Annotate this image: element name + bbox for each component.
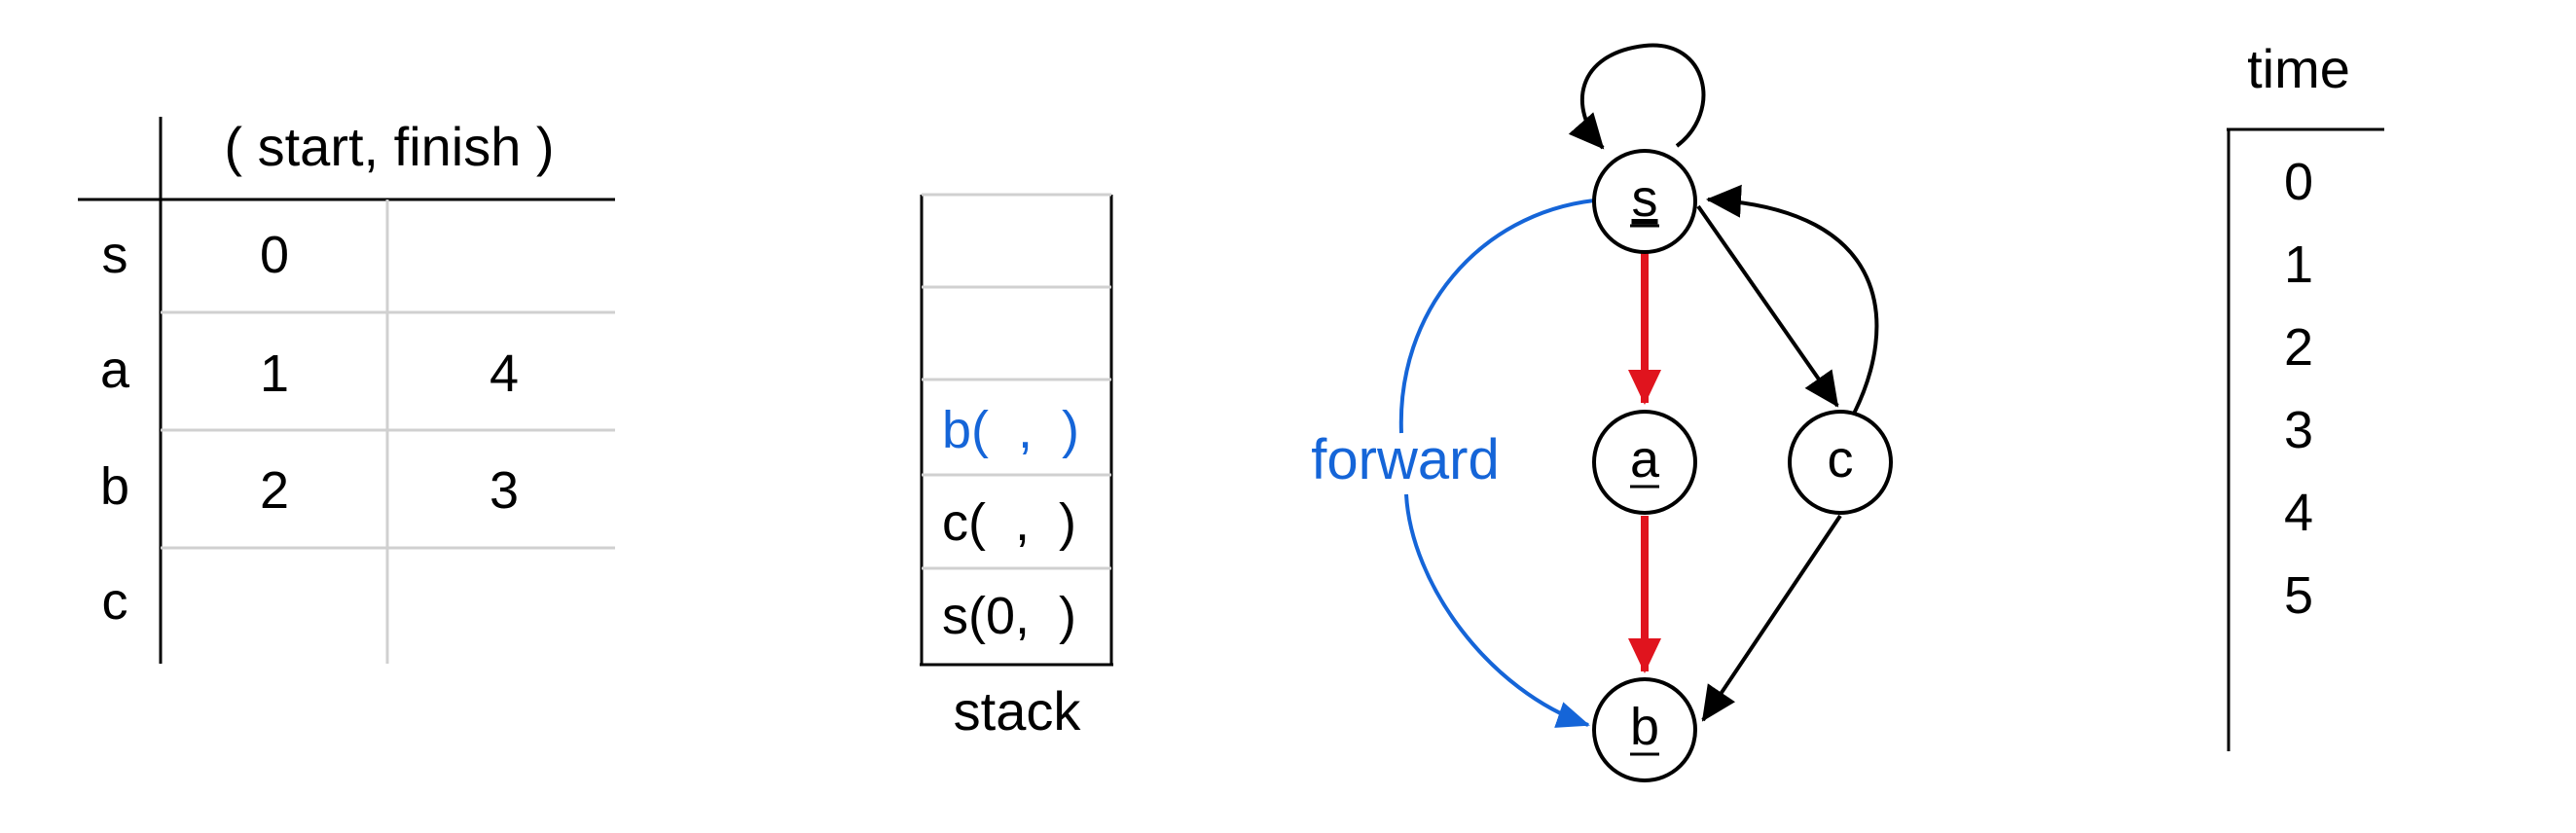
start-finish-table: ( start, finish ) s 0 a 1 4 b 2 3 c — [78, 116, 615, 664]
stack-label: stack — [954, 680, 1082, 742]
timeline-tick: 1 — [2284, 235, 2313, 294]
finish-a: 4 — [490, 344, 519, 403]
row-label-c: c — [102, 572, 128, 631]
stack-slot: s(0, ) — [942, 587, 1076, 645]
forward-edge-label: forward — [1311, 428, 1499, 491]
start-s: 0 — [260, 226, 289, 284]
timeline-label: time — [2247, 38, 2350, 99]
row-label-b: b — [100, 457, 129, 516]
node-label: s — [1632, 169, 1658, 228]
node-circle — [1592, 677, 1697, 782]
timeline-tick: 5 — [2284, 566, 2313, 625]
timeline-tick: 0 — [2284, 153, 2313, 211]
node-label: c — [1828, 430, 1854, 489]
node-b: b — [1592, 677, 1697, 782]
node-label: b — [1630, 698, 1659, 756]
node-circle — [1788, 410, 1893, 515]
timeline-tick: 2 — [2284, 318, 2313, 377]
node-label: a — [1630, 430, 1660, 489]
node-a: a — [1592, 410, 1697, 515]
edge-s-c — [1696, 204, 1839, 408]
graph: forward s a c b — [1311, 43, 1893, 782]
start-b: 2 — [260, 461, 289, 520]
edge-s-s-self-loop — [1568, 43, 1706, 150]
start-a: 1 — [260, 344, 289, 403]
timeline: time 0 1 2 3 4 5 — [2227, 38, 2384, 751]
stack-slot: c( , ) — [942, 493, 1076, 552]
node-c: c — [1788, 410, 1893, 515]
edge-c-b — [1701, 514, 1842, 722]
row-label-s: s — [102, 226, 128, 284]
stack-slot: b( , ) — [942, 401, 1079, 459]
timeline-tick: 4 — [2284, 484, 2313, 542]
edge-c-s — [1706, 184, 1879, 415]
edge-s-b-forward-lower — [1404, 493, 1590, 728]
timeline-tick: 3 — [2284, 401, 2313, 459]
node-s: s — [1592, 149, 1697, 254]
node-circle — [1592, 149, 1697, 254]
stack: b( , ) c( , ) s(0, ) stack — [920, 193, 1113, 742]
edge-s-b-forward — [1398, 199, 1595, 434]
row-label-a: a — [100, 341, 130, 399]
finish-b: 3 — [490, 461, 519, 520]
node-circle — [1592, 410, 1697, 515]
table-header: ( start, finish ) — [224, 116, 554, 177]
